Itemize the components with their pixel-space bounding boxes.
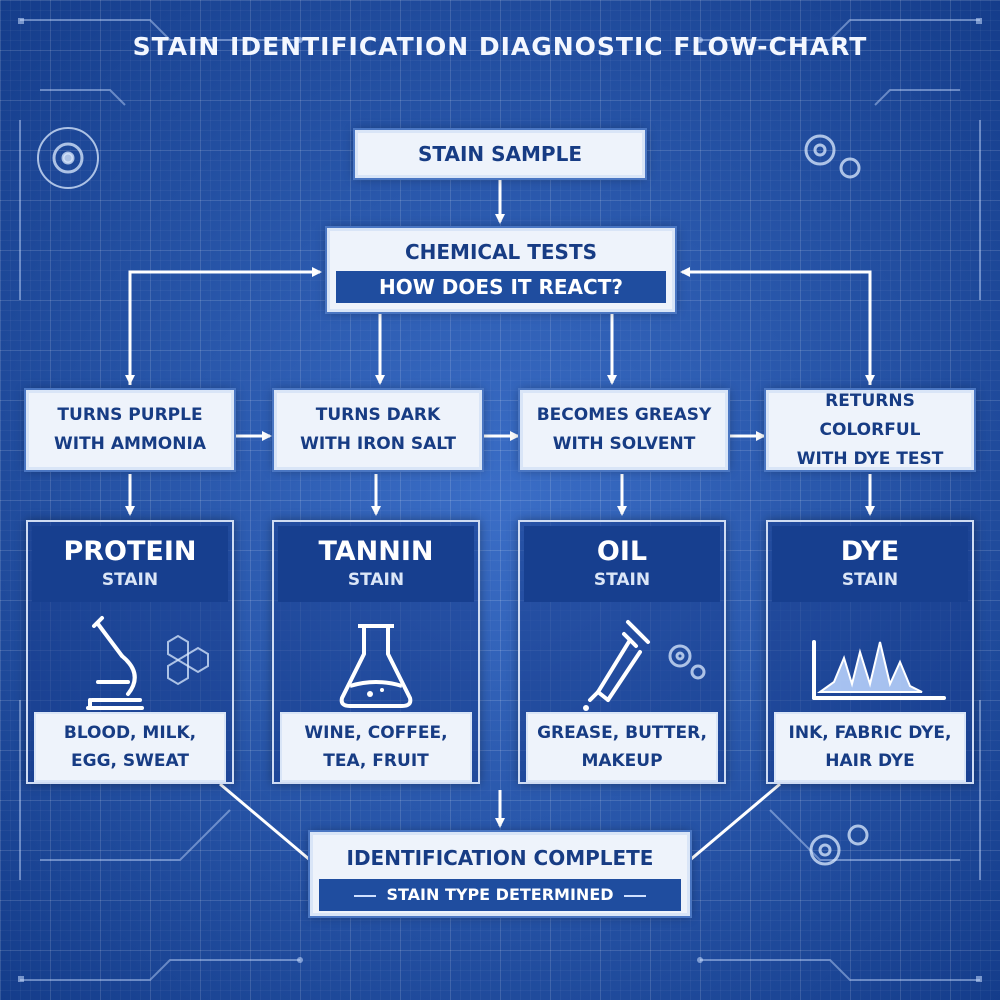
stain-label: STAIN: [347, 570, 405, 590]
stain-label: STAIN: [101, 570, 159, 590]
stain-card-dye: DYE STAIN INK, FABRIC DYE, HAIR DYE: [766, 520, 974, 784]
condition-line: BECOMES GREASY: [536, 405, 712, 425]
condition-box-oil: BECOMES GREASY WITH SOLVENT: [520, 390, 728, 470]
chemical-tests-question: HOW DOES IT REACT?: [336, 271, 666, 303]
stain-card-header: DYE STAIN: [772, 526, 968, 602]
condition-line: WITH DYE TEST: [796, 448, 944, 469]
example-line: MAKEUP: [581, 751, 663, 771]
stain-label: STAIN: [841, 570, 899, 590]
example-line: GREASE, BUTTER,: [537, 723, 707, 743]
condition-line: WITH AMMONIA: [54, 434, 206, 454]
stain-name: PROTEIN: [63, 536, 197, 567]
condition-line: WITH SOLVENT: [552, 434, 696, 454]
gear-icon: [37, 127, 99, 189]
condition-line: TURNS PURPLE: [57, 405, 203, 425]
final-subtitle: STAIN TYPE DETERMINED: [386, 885, 614, 904]
page-title: STAIN IDENTIFICATION DIAGNOSTIC FLOW-CHA…: [132, 32, 868, 61]
example-line: BLOOD, MILK,: [63, 723, 197, 743]
stain-examples: INK, FABRIC DYE, HAIR DYE: [774, 712, 966, 782]
stain-card-protein: PROTEIN STAIN BLOOD, MILK, EGG, SWEAT: [26, 520, 234, 784]
example-line: TEA, FRUIT: [323, 751, 429, 771]
flask-icon: [339, 624, 413, 708]
stain-examples: WINE, COFFEE, TEA, FRUIT: [280, 712, 472, 782]
stain-examples: BLOOD, MILK, EGG, SWEAT: [34, 712, 226, 782]
identification-complete-node: IDENTIFICATION COMPLETE STAIN TYPE DETER…: [310, 832, 690, 916]
stain-name: OIL: [596, 536, 648, 567]
spectrum-chart-icon: [812, 640, 946, 700]
example-line: HAIR DYE: [825, 751, 915, 771]
condition-line: RETURNS COLORFUL: [819, 390, 921, 440]
stain-sample-node: STAIN SAMPLE: [355, 130, 645, 178]
microscope-icon: [86, 616, 209, 710]
final-title: IDENTIFICATION COMPLETE: [346, 846, 654, 870]
example-line: WINE, COFFEE,: [304, 723, 448, 743]
final-subtitle-bar: STAIN TYPE DETERMINED: [319, 879, 681, 911]
stain-card-header: PROTEIN STAIN: [32, 526, 228, 602]
stain-name: TANNIN: [318, 536, 434, 567]
condition-line: WITH IRON SALT: [300, 434, 456, 454]
stain-name: DYE: [840, 536, 900, 567]
example-line: EGG, SWEAT: [71, 751, 189, 771]
stain-card-tannin: TANNIN STAIN WINE, COFFEE, TEA, FRUIT: [272, 520, 480, 784]
gear-icon: [804, 134, 861, 179]
condition-line: TURNS DARK: [315, 405, 441, 425]
condition-box-tannin: TURNS DARK WITH IRON SALT: [274, 390, 482, 470]
chemical-tests-title: CHEMICAL TESTS: [404, 240, 598, 264]
dropper-icon: [583, 620, 706, 711]
stain-card-oil: OIL STAIN GREASE, BUTTER, MAKEUP: [518, 520, 726, 784]
condition-box-protein: TURNS PURPLE WITH AMMONIA: [26, 390, 234, 470]
stain-card-header: TANNIN STAIN: [278, 526, 474, 602]
condition-box-dye: RETURNS COLORFUL WITH DYE TEST: [766, 390, 974, 470]
stain-examples: GREASE, BUTTER, MAKEUP: [526, 712, 718, 782]
stain-card-header: OIL STAIN: [524, 526, 720, 602]
stain-label: STAIN: [593, 570, 651, 590]
example-line: INK, FABRIC DYE,: [788, 723, 952, 743]
gear-icon: [809, 824, 869, 866]
chemical-tests-node: CHEMICAL TESTS HOW DOES IT REACT?: [327, 228, 675, 312]
